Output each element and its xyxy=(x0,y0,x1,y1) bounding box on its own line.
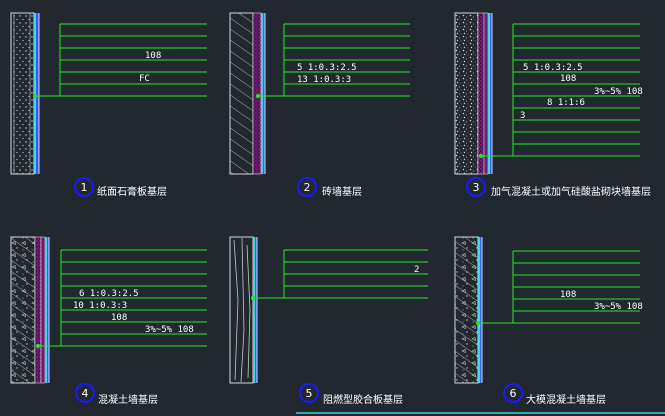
finish-layer-cyan xyxy=(34,13,36,174)
detail-number-6: 6 xyxy=(510,387,517,400)
panel-6: 108 3%~5% 108 6 大模混凝土墙基层 xyxy=(454,236,643,406)
detail-number-circle-3 xyxy=(466,177,486,197)
gypsum-board xyxy=(10,12,35,175)
concrete-aggregate xyxy=(455,237,478,383)
finish-layer-blue xyxy=(490,13,492,174)
caption-1: 纸面石膏板基层 xyxy=(97,185,167,198)
plywood-board xyxy=(229,236,254,384)
mortar-layer-2 xyxy=(483,12,489,175)
wood-grain xyxy=(233,237,251,383)
leader-lines-2 xyxy=(255,23,410,99)
leader-lines-3 xyxy=(478,23,640,159)
leader-lines-5 xyxy=(250,249,428,301)
finish-layer-blue xyxy=(36,13,39,174)
brick-wall xyxy=(229,12,254,175)
detail-number-circle-1 xyxy=(74,177,94,197)
finish-layer-blue xyxy=(480,237,482,383)
aerated-concrete-block xyxy=(454,12,479,175)
note-3-c: 3%~5% 108 xyxy=(594,87,643,97)
mortar-layer xyxy=(477,12,485,175)
detail-number-5: 5 xyxy=(306,387,313,400)
note-3-a: 5 1:0.3:2.5 xyxy=(523,63,583,73)
caption-2: 砖墙基层 xyxy=(322,185,362,198)
caption-5: 阻燃型胶合板基层 xyxy=(323,393,403,406)
note-4-b: 10 1:0.3:3 xyxy=(73,301,127,311)
detail-number-4: 4 xyxy=(82,387,89,400)
finish-layer-blue xyxy=(263,13,265,174)
note-4-c: 108 xyxy=(111,313,127,323)
note-6-a: 108 xyxy=(560,290,576,300)
mortar-layer xyxy=(34,236,42,384)
panel-5: 2 5 阻燃型胶合板基层 xyxy=(229,236,428,406)
note-4-d: 3%~5% 108 xyxy=(145,325,194,335)
detail-number-circle-6 xyxy=(503,383,523,403)
finish-layer-cyan xyxy=(45,237,47,383)
panel-1: 108 FC 1 纸面石膏板基层 xyxy=(10,12,207,198)
detail-number-circle-4 xyxy=(75,383,95,403)
note-3-d: 8 1:1:6 xyxy=(547,98,585,108)
caption-4: 混凝土墙基层 xyxy=(98,393,158,406)
mortar-layer xyxy=(252,12,262,175)
finish-layer-cyan xyxy=(253,237,255,383)
note-3-b: 108 xyxy=(560,74,576,84)
note-6-b: 3%~5% 108 xyxy=(594,302,643,312)
panel-2: 5 1:0.3:2.5 13 1:0.3:3 2 砖墙基层 xyxy=(229,12,410,198)
note-1-a: 108 xyxy=(145,51,161,61)
note-3-e: 3 xyxy=(520,111,525,121)
detail-number-circle-5 xyxy=(299,383,319,403)
leader-lines-6 xyxy=(475,250,640,326)
detail-number-1: 1 xyxy=(81,181,88,194)
panel-4: 6 1:0.3:2.5 10 1:0.3:3 108 3%~5% 108 4 混… xyxy=(10,236,207,406)
finish-layer-cyan xyxy=(478,237,480,383)
detail-number-3: 3 xyxy=(473,181,480,194)
detail-number-circle-2 xyxy=(297,177,317,197)
caption-6: 大模混凝土墙基层 xyxy=(526,393,606,406)
finish-layer-cyan xyxy=(488,13,490,174)
detail-number-2: 2 xyxy=(304,181,311,194)
leader-lines-1 xyxy=(32,23,207,99)
note-2-b: 13 1:0.3:3 xyxy=(297,75,351,85)
leader-lines-4 xyxy=(35,249,207,349)
mortar-layer-2 xyxy=(40,236,46,384)
finish-layer-blue xyxy=(255,237,257,383)
note-2-a: 5 1:0.3:2.5 xyxy=(297,63,357,73)
note-5-a: 2 xyxy=(414,265,419,275)
caption-3: 加气混凝土或加气硅酸盐砌块墙基层 xyxy=(491,185,651,198)
panel-3: 5 1:0.3:2.5 108 3%~5% 108 8 1:1:6 3 3 加气… xyxy=(454,12,651,198)
finish-layer-cyan xyxy=(261,13,263,174)
note-1-b: FC xyxy=(139,74,150,84)
note-4-a: 6 1:0.3:2.5 xyxy=(79,289,139,299)
concrete-aggregate xyxy=(11,237,35,383)
finish-layer-blue xyxy=(47,237,49,383)
